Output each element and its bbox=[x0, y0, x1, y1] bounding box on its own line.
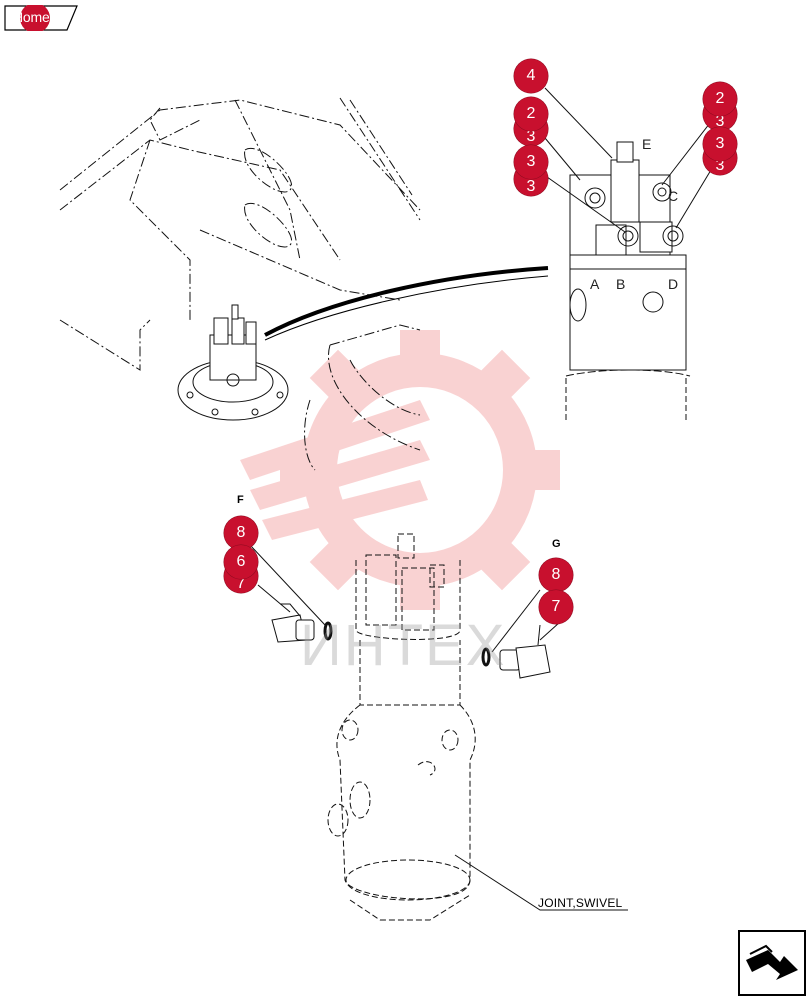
callout-3-right[interactable]: 3 bbox=[703, 127, 737, 161]
callout-2[interactable]: 2 bbox=[514, 97, 548, 131]
callout-4[interactable]: 4 bbox=[514, 59, 548, 93]
port-label-c: C bbox=[668, 188, 679, 204]
callout-8-left[interactable]: 8 bbox=[224, 516, 258, 550]
swivel-joint-lower bbox=[327, 533, 476, 921]
callout-3[interactable]: 3 bbox=[514, 145, 548, 179]
detail-leader-swoosh bbox=[264, 266, 549, 337]
next-page-button[interactable] bbox=[738, 930, 806, 996]
watermark-text: ИНТЕХ bbox=[300, 613, 507, 678]
home-button-label: Home bbox=[13, 9, 50, 25]
port-label-d: D bbox=[668, 276, 679, 292]
home-tab-icon bbox=[4, 5, 78, 31]
callout-7[interactable]: 7 bbox=[539, 590, 573, 624]
valve-block-detail bbox=[539, 87, 721, 420]
port-label-b: B bbox=[616, 276, 626, 292]
watermark-gear-logo bbox=[240, 330, 560, 610]
fitting-right bbox=[481, 624, 551, 679]
next-page-arrow-icon bbox=[738, 930, 806, 996]
fitting-left bbox=[271, 603, 333, 643]
view-label-g: G bbox=[552, 538, 561, 550]
part-label-swivel-joint: JOINT,SWIVEL bbox=[538, 896, 623, 910]
port-label-a: A bbox=[590, 276, 600, 292]
home-button[interactable]: Home bbox=[4, 5, 78, 31]
callout-2-right[interactable]: 2 bbox=[703, 82, 737, 116]
callout-6[interactable]: 6 bbox=[224, 545, 258, 579]
swivel-assembly-overview bbox=[177, 304, 289, 421]
port-label-e: E bbox=[642, 136, 652, 152]
view-label-f: F bbox=[237, 494, 244, 506]
callout-8-right[interactable]: 8 bbox=[539, 558, 573, 592]
